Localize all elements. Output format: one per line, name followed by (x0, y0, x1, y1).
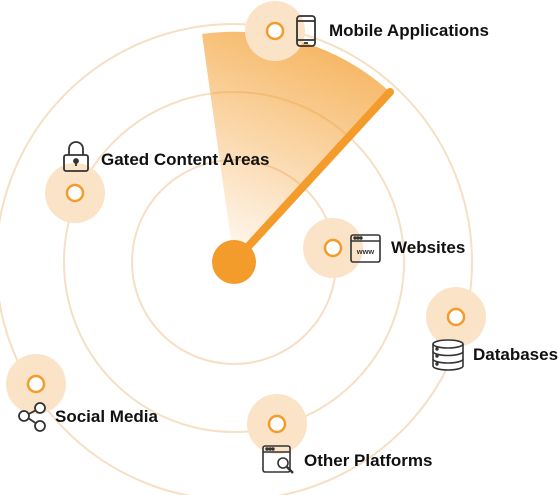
share-icon (18, 402, 46, 432)
browser-search-icon (262, 445, 294, 474)
database-icon (432, 339, 464, 371)
node-databases (426, 287, 486, 347)
mobile-phone-icon (296, 15, 316, 47)
radar-center (212, 240, 256, 284)
label-mobile-applications: Mobile Applications (329, 21, 489, 40)
node-websites (303, 218, 363, 278)
node-social (6, 354, 66, 414)
label-other-platforms: Other Platforms (304, 451, 433, 470)
label-gated-content-areas: Gated Content Areas (101, 150, 270, 169)
radar-sweep (202, 31, 390, 262)
padlock-icon (63, 141, 89, 172)
node-gated (45, 163, 105, 223)
label-databases: Databases (473, 345, 558, 364)
node-other (247, 394, 307, 454)
label-social-media: Social Media (55, 407, 158, 426)
browser-www-icon: www (350, 234, 381, 263)
svg-text:www: www (356, 247, 375, 256)
ring-outer (0, 23, 473, 495)
radar-sweep-line (230, 88, 394, 266)
node-mobile (245, 1, 305, 61)
label-websites: Websites (391, 238, 466, 257)
